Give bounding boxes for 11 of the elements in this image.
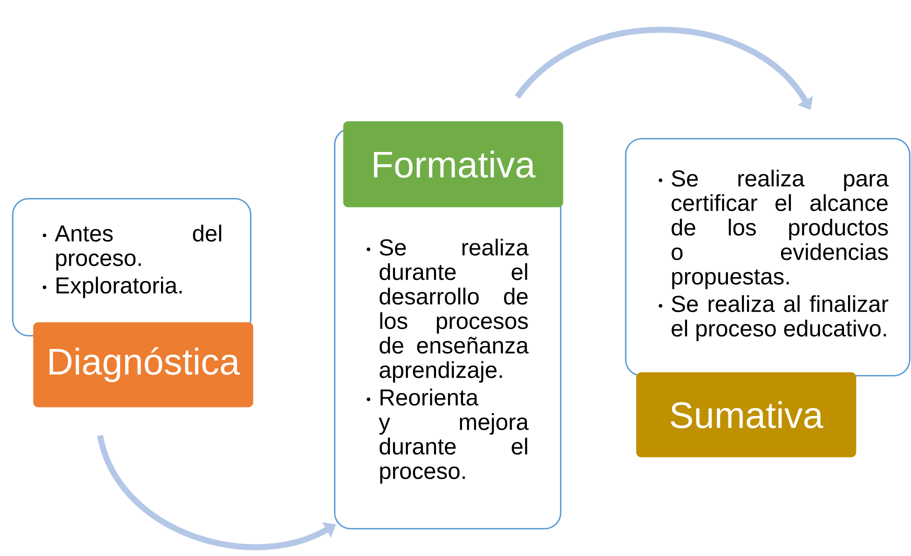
text-box	[12, 198, 252, 336]
category-box: Formativa	[343, 121, 564, 208]
bullet-text: Reorienta y mejora durante el proceso.	[378, 388, 529, 484]
bullet-text: Antes del proceso.	[54, 224, 222, 271]
bullet-text: Se realiza durante el desarrollo de los procesos de enseñanza aprendizaje.	[380, 238, 529, 383]
text-box	[625, 138, 910, 376]
bullet-text: Se realiza para certificar el alcance de los productos o evidencias propuestas.	[672, 170, 889, 290]
bullet-text: Exploratoria.	[56, 276, 182, 298]
category-box: Sumativa	[636, 372, 856, 458]
category-box: Diagnóstica	[33, 322, 254, 408]
bullet-text: Se realiza al finalizar el proceso educativo.	[672, 295, 888, 342]
